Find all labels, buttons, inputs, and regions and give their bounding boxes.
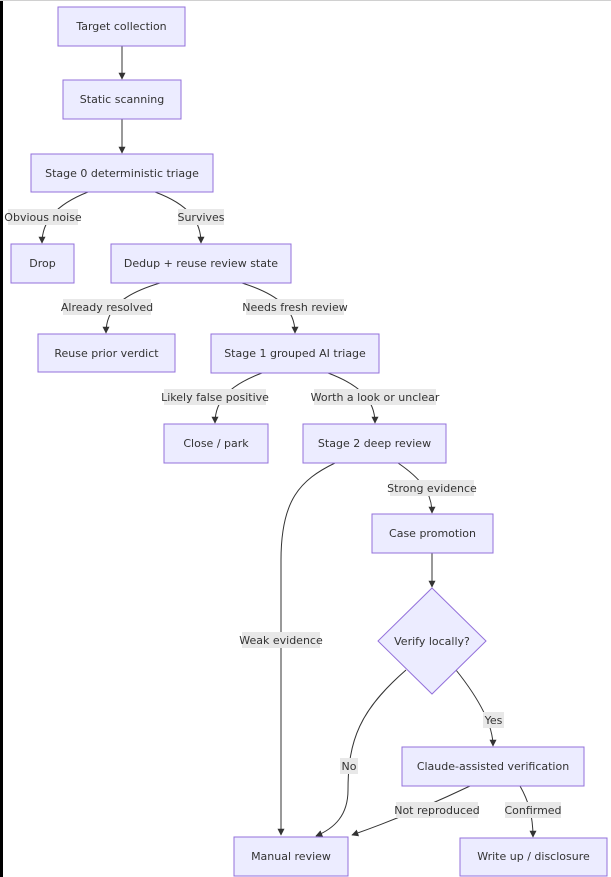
svg-text:Already resolved: Already resolved (61, 301, 153, 314)
edge-label-no: No (340, 758, 358, 774)
edge-label-likely-false-positive: Likely false positive (161, 389, 269, 405)
svg-text:Weak evidence: Weak evidence (239, 634, 323, 647)
node-label: Target collection (75, 20, 166, 33)
node-label: Write up / disclosure (477, 850, 590, 863)
svg-text:Yes: Yes (484, 714, 503, 727)
node-label: Close / park (183, 437, 249, 450)
node-stage2-deep-review[interactable]: Stage 2 deep review (302, 423, 447, 464)
edge-label-worth-a-look: Worth a look or unclear (311, 389, 440, 405)
node-label: Verify locally? (394, 635, 470, 648)
edge-label-needs-fresh-review: Needs fresh review (242, 299, 348, 315)
node-reuse-prior-verdict[interactable]: Reuse prior verdict (37, 333, 176, 373)
edge-label-confirmed: Confirmed (504, 802, 562, 818)
window-left-edge (0, 0, 3, 877)
node-label: Dedup + reuse review state (124, 257, 278, 270)
node-close-park[interactable]: Close / park (163, 423, 269, 464)
node-label: Static scanning (80, 93, 164, 106)
node-label: Case promotion (389, 527, 476, 540)
svg-text:Strong evidence: Strong evidence (387, 482, 477, 495)
node-stage1-triage[interactable]: Stage 1 grouped AI triage (210, 333, 380, 374)
edge-verify-to-manual (315, 669, 407, 837)
svg-text:Worth a look or unclear: Worth a look or unclear (311, 391, 440, 404)
edge-label-strong-evidence: Strong evidence (387, 480, 477, 496)
node-case-promotion[interactable]: Case promotion (371, 513, 494, 554)
edge-label-survives: Survives (177, 209, 225, 225)
node-label: Manual review (251, 850, 331, 863)
node-write-up-disclosure[interactable]: Write up / disclosure (459, 837, 608, 877)
node-label: Drop (29, 257, 55, 270)
node-manual-review[interactable]: Manual review (233, 836, 349, 877)
edge-label-obvious-noise: Obvious noise (4, 209, 82, 225)
node-drop[interactable]: Drop (10, 243, 75, 284)
node-label: Claude-assisted verification (417, 760, 569, 773)
svg-text:Not reproduced: Not reproduced (394, 804, 480, 817)
edge-label-not-reproduced: Not reproduced (394, 802, 480, 818)
node-claude-verification[interactable]: Claude-assisted verification (401, 746, 585, 787)
svg-text:Needs fresh review: Needs fresh review (242, 301, 347, 314)
node-target-collection[interactable]: Target collection (57, 6, 186, 47)
node-verify-locally[interactable]: Verify locally? (377, 587, 487, 695)
svg-text:Survives: Survives (177, 211, 224, 224)
node-label: Stage 2 deep review (318, 437, 431, 450)
node-label: Stage 0 deterministic triage (45, 167, 199, 180)
svg-text:No: No (342, 760, 357, 773)
node-label: Stage 1 grouped AI triage (224, 347, 366, 360)
svg-text:Confirmed: Confirmed (504, 804, 561, 817)
svg-text:Obvious noise: Obvious noise (4, 211, 82, 224)
edge-label-weak-evidence: Weak evidence (239, 632, 323, 648)
node-dedup[interactable]: Dedup + reuse review state (110, 243, 292, 284)
node-static-scanning[interactable]: Static scanning (62, 79, 182, 120)
node-label: Reuse prior verdict (54, 347, 159, 360)
edge-verify-to-claude (455, 669, 497, 747)
edge-stage2-to-manual (277, 462, 336, 836)
window-top-edge (0, 0, 611, 1)
edge-label-yes: Yes (483, 712, 504, 728)
svg-text:Likely false positive: Likely false positive (161, 391, 269, 404)
edge-label-already-resolved: Already resolved (61, 299, 153, 315)
node-stage0-triage[interactable]: Stage 0 deterministic triage (30, 153, 214, 193)
